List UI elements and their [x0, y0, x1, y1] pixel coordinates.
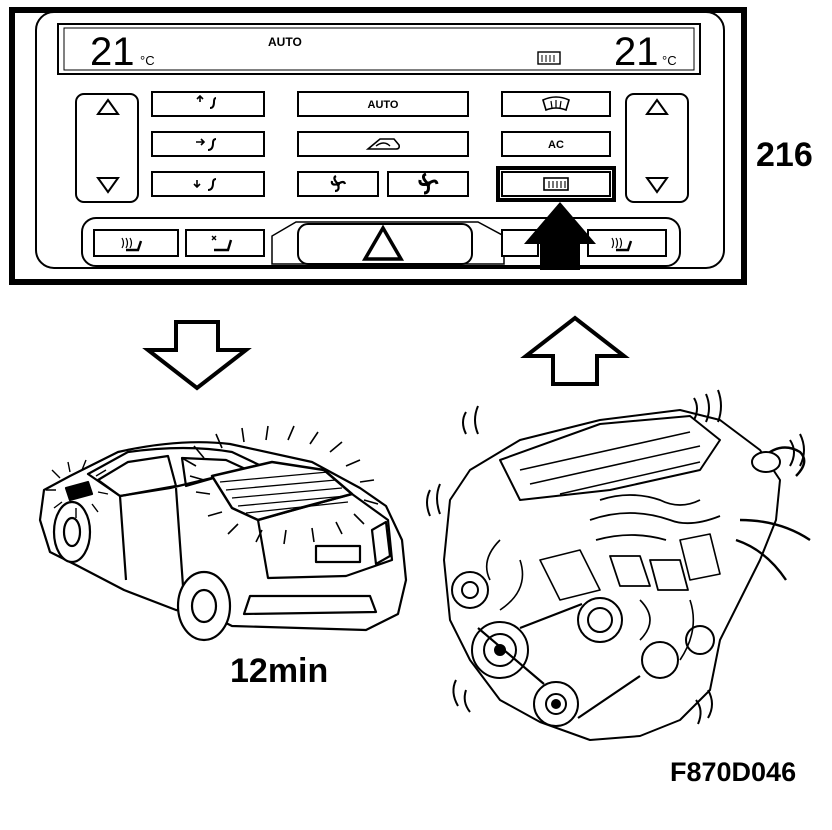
flow-down-arrow-icon — [142, 320, 252, 391]
temp-up-icon[interactable] — [645, 98, 669, 115]
temperature-display: 21 °C AUTO 21 °C — [57, 23, 701, 75]
right-temp-readout: 21 — [614, 30, 659, 74]
hazard-button[interactable] — [297, 223, 473, 265]
seat-vent-icon — [211, 235, 233, 252]
rear-window-heat-button[interactable] — [496, 166, 616, 202]
windshield-defrost-button[interactable] — [501, 91, 611, 117]
rear-window-heat-indicator-icon — [537, 51, 561, 65]
temp-down-icon[interactable] — [96, 177, 120, 194]
auto-button[interactable]: AUTO — [297, 91, 469, 117]
left-temp-rocker[interactable] — [75, 93, 139, 203]
windshield-defrost-icon — [542, 96, 570, 112]
left-temp-unit: °C — [140, 53, 155, 68]
ac-button-label: AC — [548, 139, 564, 151]
airflow-mid-icon — [196, 138, 217, 151]
climate-control-panel: 21 °C AUTO 21 °C — [9, 7, 747, 285]
right-temp-rocker[interactable] — [625, 93, 689, 203]
airflow-down-icon — [193, 178, 217, 191]
hazard-triangle-icon — [361, 224, 405, 261]
temp-up-icon[interactable] — [96, 98, 120, 115]
seat-heat-left-icon — [121, 237, 143, 252]
seat-heat-right-button[interactable] — [587, 229, 667, 257]
seat-heat-left-button[interactable] — [93, 229, 179, 257]
fan-low-icon — [330, 175, 347, 193]
auto-button-label: AUTO — [368, 99, 399, 111]
recirculation-button[interactable] — [297, 131, 469, 157]
left-temp-readout: 21 — [90, 30, 135, 74]
temp-down-icon[interactable] — [645, 177, 669, 194]
fan-high-button[interactable] — [387, 171, 469, 197]
fan-high-icon — [418, 172, 439, 195]
rear-window-heat-icon — [543, 177, 569, 191]
recirculation-icon — [365, 138, 400, 150]
figure-code-label: F870D046 — [670, 757, 797, 787]
press-indicator-arrow — [524, 202, 596, 270]
ac-button[interactable]: AC — [501, 131, 611, 157]
engine-illustration — [426, 389, 811, 741]
duration-label: 12min — [230, 652, 329, 690]
right-temp-unit: °C — [662, 53, 677, 68]
seat-heat-right-icon — [611, 237, 633, 252]
airflow-down-button[interactable] — [151, 171, 265, 197]
airflow-mid-button[interactable] — [151, 131, 265, 157]
fan-low-button[interactable] — [297, 171, 379, 197]
flow-up-arrow-icon — [520, 315, 630, 386]
auto-mode-indicator: AUTO — [268, 35, 302, 49]
car-illustration — [38, 425, 408, 642]
seat-vent-button[interactable] — [185, 229, 265, 257]
panel-reference-label: 216 — [756, 136, 813, 174]
airflow-up-button[interactable] — [151, 91, 265, 117]
airflow-up-icon — [196, 94, 217, 109]
